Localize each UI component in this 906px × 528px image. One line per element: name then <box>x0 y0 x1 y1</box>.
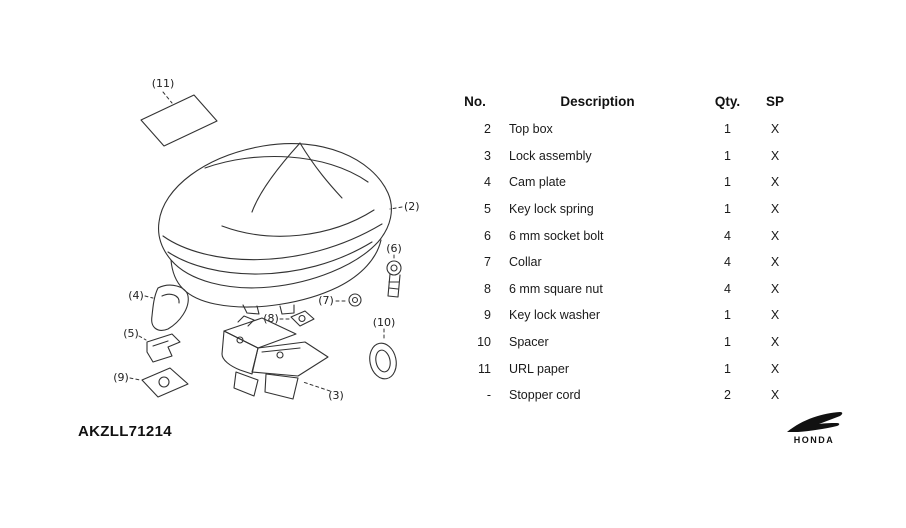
table-row: 5 Key lock spring 1 X <box>455 196 800 223</box>
table-row: 2 Top box 1 X <box>455 116 800 143</box>
part-description: Lock assembly <box>509 148 592 163</box>
callout-10: (10) <box>373 316 396 329</box>
spacer-part <box>369 342 397 380</box>
drawing-code: AKZLL71214 <box>78 423 172 440</box>
part-sp: X <box>770 388 780 403</box>
part-sp: X <box>770 228 780 243</box>
table-row: 7 Collar 4 X <box>455 249 800 276</box>
part-no: 10 <box>477 335 491 350</box>
part-no: 4 <box>484 175 491 190</box>
part-sp: X <box>770 148 780 163</box>
callout-11: (11) <box>152 77 175 90</box>
part-description: Top box <box>509 122 553 137</box>
part-qty: 1 <box>724 335 731 350</box>
callout-8: (8) <box>263 312 279 325</box>
part-description: Cam plate <box>509 175 566 190</box>
callout-5: (5) <box>123 327 139 340</box>
part-sp: X <box>770 202 780 217</box>
header-description: Description <box>560 93 635 109</box>
brand-logo: HONDA <box>781 410 847 445</box>
url-paper-part <box>140 94 218 147</box>
header-no: No. <box>464 93 486 109</box>
part-description: 6 mm socket bolt <box>509 228 604 243</box>
exploded-diagram: (11) (2) (6) (7) <box>0 0 460 480</box>
part-no: 8 <box>484 281 491 296</box>
callout-7: (7) <box>318 294 334 307</box>
part-description: Spacer <box>509 335 549 350</box>
part-sp: X <box>770 361 780 376</box>
part-sp: X <box>770 255 780 270</box>
part-description: URL paper <box>509 361 569 376</box>
part-sp: X <box>770 335 780 350</box>
table-row: 6 6 mm socket bolt 4 X <box>455 222 800 249</box>
parts-table-header: No. Description Qty. SP <box>455 86 800 116</box>
part-qty: 1 <box>724 122 731 137</box>
part-description: Collar <box>509 255 542 270</box>
table-row: 11 URL paper 1 X <box>455 355 800 382</box>
part-description: 6 mm square nut <box>509 281 603 296</box>
part-sp: X <box>770 175 780 190</box>
part-sp: X <box>770 281 780 296</box>
part-no: 6 <box>484 228 491 243</box>
callout-4: (4) <box>128 289 144 302</box>
part-sp: X <box>770 122 780 137</box>
part-sp: X <box>770 308 780 323</box>
part-description: Key lock washer <box>509 308 601 323</box>
part-qty: 1 <box>724 202 731 217</box>
honda-wing-icon <box>787 412 843 432</box>
part-no: 5 <box>484 202 491 217</box>
parts-diagram-drawing: (11) (2) (6) (7) <box>113 77 420 402</box>
part-qty: 1 <box>724 308 731 323</box>
top-box-part <box>157 143 392 289</box>
cam-plate-part <box>151 284 189 331</box>
part-qty: 4 <box>724 255 731 270</box>
table-row: 3 Lock assembly 1 X <box>455 143 800 170</box>
callout-2: (2) <box>404 200 420 213</box>
header-sp: SP <box>765 93 784 109</box>
part-qty: 1 <box>724 148 731 163</box>
part-no: 11 <box>478 361 491 376</box>
lock-assembly-part <box>223 317 297 349</box>
collar-part <box>348 293 362 307</box>
table-row: - Stopper cord 2 X <box>455 382 800 409</box>
part-qty: 4 <box>724 228 731 243</box>
part-no: 3 <box>484 148 491 163</box>
table-row: 9 Key lock washer 1 X <box>455 302 800 329</box>
part-qty: 4 <box>724 281 731 296</box>
part-description: Key lock spring <box>509 202 594 217</box>
part-qty: 1 <box>724 175 731 190</box>
callout-6: (6) <box>386 242 402 255</box>
table-row: 4 Cam plate 1 X <box>455 169 800 196</box>
part-no: 2 <box>484 122 491 137</box>
brand-name: HONDA <box>793 435 835 445</box>
part-qty: 2 <box>724 388 731 403</box>
part-description: Stopper cord <box>509 388 581 403</box>
key-lock-spring-part <box>146 333 181 363</box>
part-no: 7 <box>484 255 491 270</box>
key-lock-washer-part <box>141 367 189 398</box>
part-qty: 1 <box>724 361 731 376</box>
callout-9: (9) <box>113 371 129 384</box>
part-no: 9 <box>484 308 491 323</box>
part-no: - <box>486 388 491 403</box>
callout-3: (3) <box>328 389 344 402</box>
table-row: 8 6 mm square nut 4 X <box>455 276 800 303</box>
header-qty: Qty. <box>714 93 741 109</box>
socket-bolt-part <box>386 260 402 276</box>
table-row: 10 Spacer 1 X <box>455 329 800 356</box>
parts-table: No. Description Qty. SP 2 Top box 1 X 3 … <box>455 86 800 409</box>
square-nut-part <box>290 310 315 327</box>
